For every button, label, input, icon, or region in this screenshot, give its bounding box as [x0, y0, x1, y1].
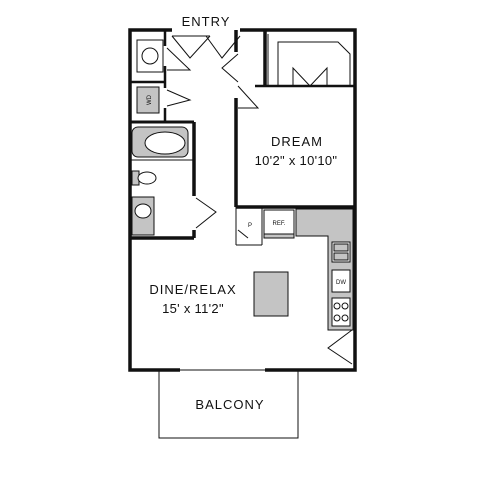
dream-room-dimensions: 10'2" x 10'10": [255, 153, 338, 168]
entry-label: ENTRY: [182, 14, 231, 29]
fixtures: [131, 39, 354, 331]
washer-dryer-label: WD: [147, 94, 153, 105]
interior-walls: [130, 30, 355, 246]
stove: [331, 297, 351, 327]
dine-relax-room-dimensions: 15' x 11'2": [162, 301, 224, 316]
pantry-label: P: [248, 223, 252, 229]
refrigerator: [263, 209, 295, 235]
dishwasher-label: DW: [336, 280, 346, 286]
dryer: [136, 86, 160, 114]
dishwasher: [331, 269, 351, 293]
dine-relax-room-name: DINE/RELAX: [149, 282, 236, 297]
exterior-walls: [128, 28, 357, 372]
door-swings: [166, 35, 353, 365]
kitchen-island: [253, 271, 289, 317]
dream-room-name: DREAM: [271, 134, 323, 149]
balcony-label: BALCONY: [195, 397, 264, 412]
refrigerator-label: REF.: [272, 221, 285, 227]
balcony: [158, 370, 299, 439]
washer: [136, 39, 164, 73]
